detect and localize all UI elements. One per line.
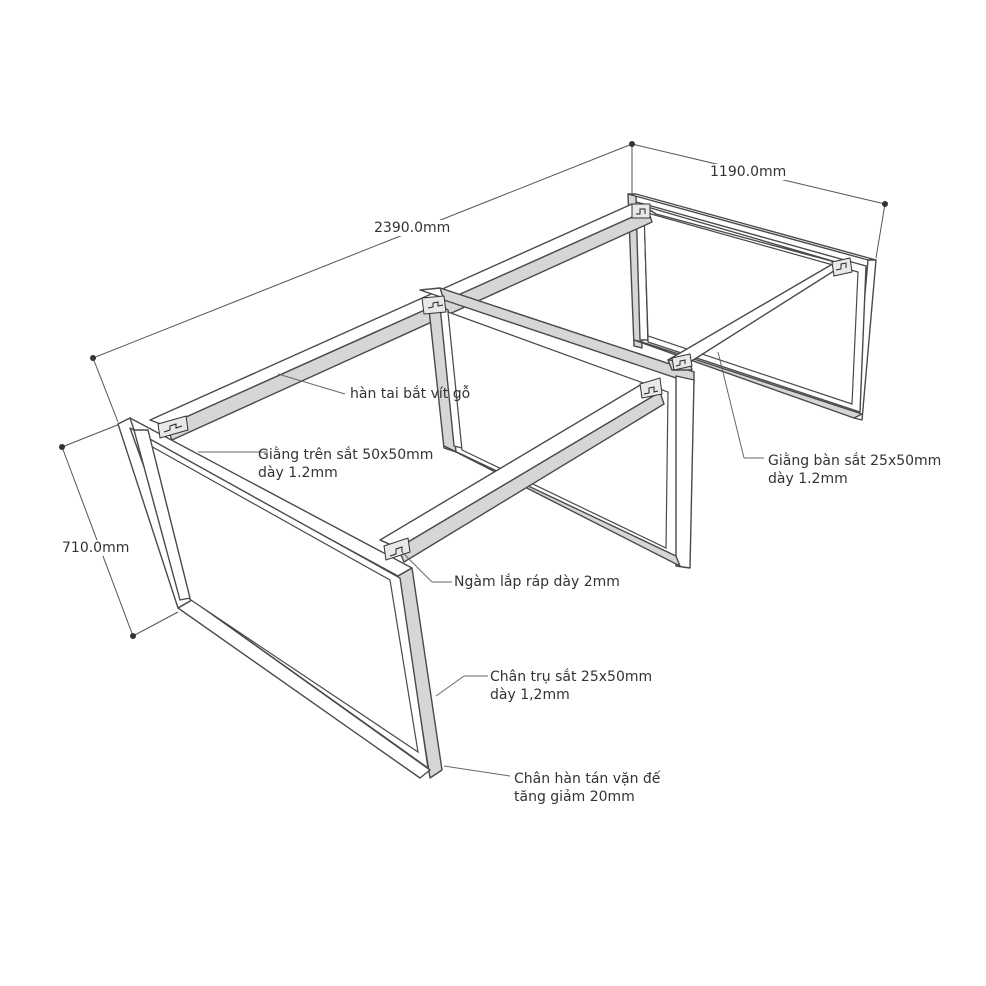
table-brace-label: Giằng bàn sắt 25x50mm dày 1.2mm xyxy=(768,452,941,488)
dim-point xyxy=(130,633,136,639)
front-left-leg-frame xyxy=(117,417,443,779)
joint-plate-icon xyxy=(671,353,693,371)
foot-label-line1: Chân hàn tán vặn đế xyxy=(514,771,661,787)
foot-label-line2: tăng giảm 20mm xyxy=(514,789,635,805)
back-right-leg-frame xyxy=(627,193,877,421)
dim-point xyxy=(90,355,96,361)
joint-plate-icon xyxy=(157,415,189,439)
center-leg-frame xyxy=(427,299,695,569)
joint-label: Ngàm lắp ráp dày 2mm xyxy=(454,574,620,590)
top-brace-label: Giằng trên sắt 50x50mm dày 1.2mm xyxy=(258,446,433,482)
joint-plate-icon xyxy=(831,257,853,277)
leader-lines xyxy=(198,351,764,777)
length-dimension: 2390.0mm xyxy=(372,220,453,236)
dim-point xyxy=(882,201,888,207)
table-brace-label-line1: Giằng bàn sắt 25x50mm xyxy=(768,453,942,469)
height-dimension: 710.0mm xyxy=(60,540,132,556)
leg-label-line2: dày 1,2mm xyxy=(490,687,570,703)
joint-plate-icon xyxy=(383,537,411,561)
joint-plate-icon xyxy=(421,295,447,315)
leg-label: Chân trụ sắt 25x50mm dày 1,2mm xyxy=(490,668,652,704)
foot-label: Chân hàn tán vặn đế tăng giảm 20mm xyxy=(514,770,660,806)
top-brace-label-line2: dày 1.2mm xyxy=(258,465,338,481)
width-dimension: 1190.0mm xyxy=(708,164,789,180)
top-brace-label-line1: Giằng trên sắt 50x50mm xyxy=(258,447,434,463)
weld-tab-label: hàn tai bắt vít gỗ xyxy=(350,386,471,402)
dim-point xyxy=(59,444,65,450)
leg-label-line1: Chân trụ sắt 25x50mm xyxy=(490,669,653,685)
assembly-plates xyxy=(157,203,853,561)
dim-point xyxy=(629,141,635,147)
joint-plate-icon xyxy=(639,377,663,399)
joint-plate-icon xyxy=(631,203,651,219)
table-brace-label-line2: dày 1.2mm xyxy=(768,471,848,487)
